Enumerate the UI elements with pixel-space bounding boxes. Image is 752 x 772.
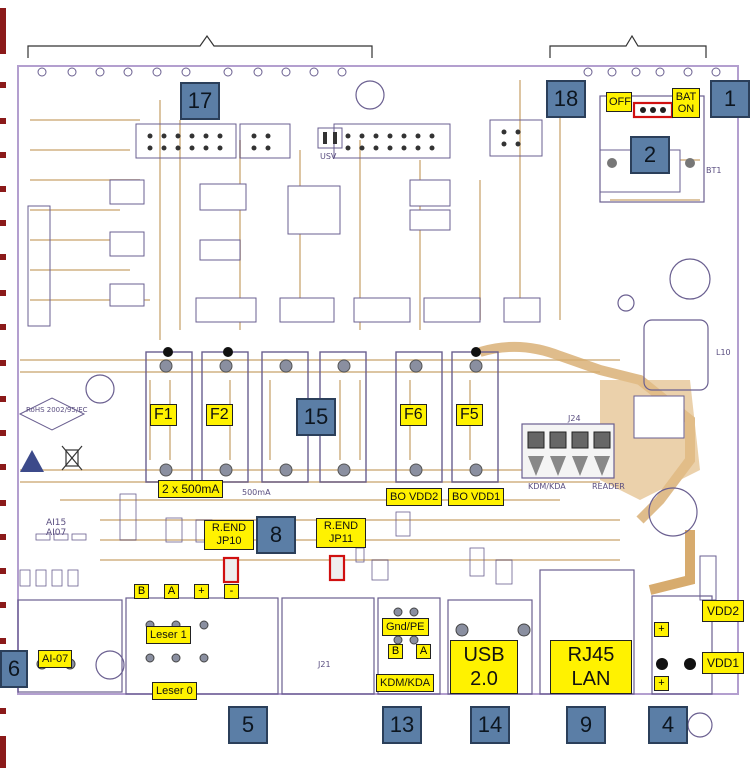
cap-c94 xyxy=(617,294,635,312)
left-edge-marks xyxy=(0,0,8,772)
silk-ai07: AI07 xyxy=(46,528,67,538)
label-bo-vdd2: BO VDD2 xyxy=(386,488,443,506)
label-leser1: Leser 1 xyxy=(146,626,191,644)
label-usb: USB 2.0 xyxy=(450,640,518,694)
silk-500ma: 500mA xyxy=(242,488,271,497)
terminal-b-kdm: B xyxy=(388,644,403,659)
fuse-label-f6: F6 xyxy=(400,404,427,426)
fuse-hot-contacts xyxy=(163,347,481,357)
silk-l10: L10 xyxy=(716,348,731,357)
silk-ai15: AI15 xyxy=(46,518,67,528)
terminal-b: B xyxy=(134,584,149,599)
label-gnd-pe: Gnd/PE xyxy=(382,618,429,636)
label-leser0: Leser 0 xyxy=(152,682,197,700)
silk-j21: J21 xyxy=(318,660,331,669)
l10-trace xyxy=(648,530,695,595)
terminal-a: A xyxy=(164,584,179,599)
terminal-a-kdm: A xyxy=(416,644,431,659)
mount-hole-top xyxy=(355,80,385,110)
battery-holder xyxy=(599,95,705,203)
esd-symbol xyxy=(20,450,44,472)
mount-hole-bottom xyxy=(95,650,125,680)
silk-bt1: BT1 xyxy=(706,166,722,175)
silk-rohs: RoHS 2002/95/EC xyxy=(26,406,88,414)
header-pins xyxy=(147,129,521,151)
cap-c65 xyxy=(669,258,711,300)
terminal-j24-screws xyxy=(527,431,611,449)
weee-symbol xyxy=(61,445,83,471)
led-row-left xyxy=(37,67,347,77)
terminal-minus: - xyxy=(224,584,239,599)
rohs-diamond xyxy=(18,397,86,431)
ic-left-edge xyxy=(27,205,51,327)
bracket-right xyxy=(549,34,707,58)
silk-reader: READER xyxy=(592,482,625,491)
fuse-holders xyxy=(145,351,499,483)
callout-1: 1 xyxy=(710,80,750,118)
vdd-pins xyxy=(656,658,696,670)
silk-usv: USV xyxy=(320,152,337,161)
callout-5: 5 xyxy=(228,706,268,744)
label-vdd1: VDD1 xyxy=(702,652,745,674)
fuse-contacts xyxy=(159,359,483,477)
fuse-label-f5: F5 xyxy=(456,404,483,426)
silk-j24: J24 xyxy=(568,414,581,423)
label-bat-on: BAT ON xyxy=(672,88,700,118)
bracket-left xyxy=(27,34,373,58)
callout-6: 6 xyxy=(0,650,28,688)
label-bo-vdd1: BO VDD1 xyxy=(448,488,505,506)
label-off: OFF xyxy=(606,92,632,112)
inductor-l10 xyxy=(643,319,709,391)
terminal-plus-vdd1: + xyxy=(654,676,669,691)
jumper-jp11 xyxy=(328,554,346,582)
terminal-plus: + xyxy=(194,584,209,599)
silk-kdm-kda: KDM/KDA xyxy=(528,482,566,491)
label-ai07: AI-07 xyxy=(38,650,73,668)
terminal-j24-teeth xyxy=(528,456,610,476)
callout-18: 18 xyxy=(546,80,586,118)
fuse-label-f1: F1 xyxy=(150,404,177,426)
mount-hole-bottom-right xyxy=(687,712,713,738)
callout-13: 13 xyxy=(382,706,422,744)
callout-17: 17 xyxy=(180,82,220,120)
label-fuse-rating: 2 x 500mA xyxy=(158,480,224,498)
callout-9: 9 xyxy=(566,706,606,744)
jumper-jp10 xyxy=(222,556,240,584)
callout-8: 8 xyxy=(256,516,296,554)
callout-2: 2 xyxy=(630,136,670,174)
mount-hole-left xyxy=(85,374,115,404)
cap-c60 xyxy=(648,487,698,537)
label-rj45: RJ45 LAN xyxy=(550,640,632,694)
terminal-plus-vdd2: + xyxy=(654,622,669,637)
led-row-right xyxy=(583,67,721,77)
callout-4: 4 xyxy=(648,706,688,744)
label-rend-jp10: R.END JP10 xyxy=(204,520,254,550)
label-kdm-kda: KDM/KDA xyxy=(376,674,435,692)
callout-14: 14 xyxy=(470,706,510,744)
label-vdd2: VDD2 xyxy=(702,600,745,622)
callout-15: 15 xyxy=(296,398,336,436)
label-rend-jp11: R.END JP11 xyxy=(316,518,366,548)
fuse-label-f2: F2 xyxy=(206,404,233,426)
